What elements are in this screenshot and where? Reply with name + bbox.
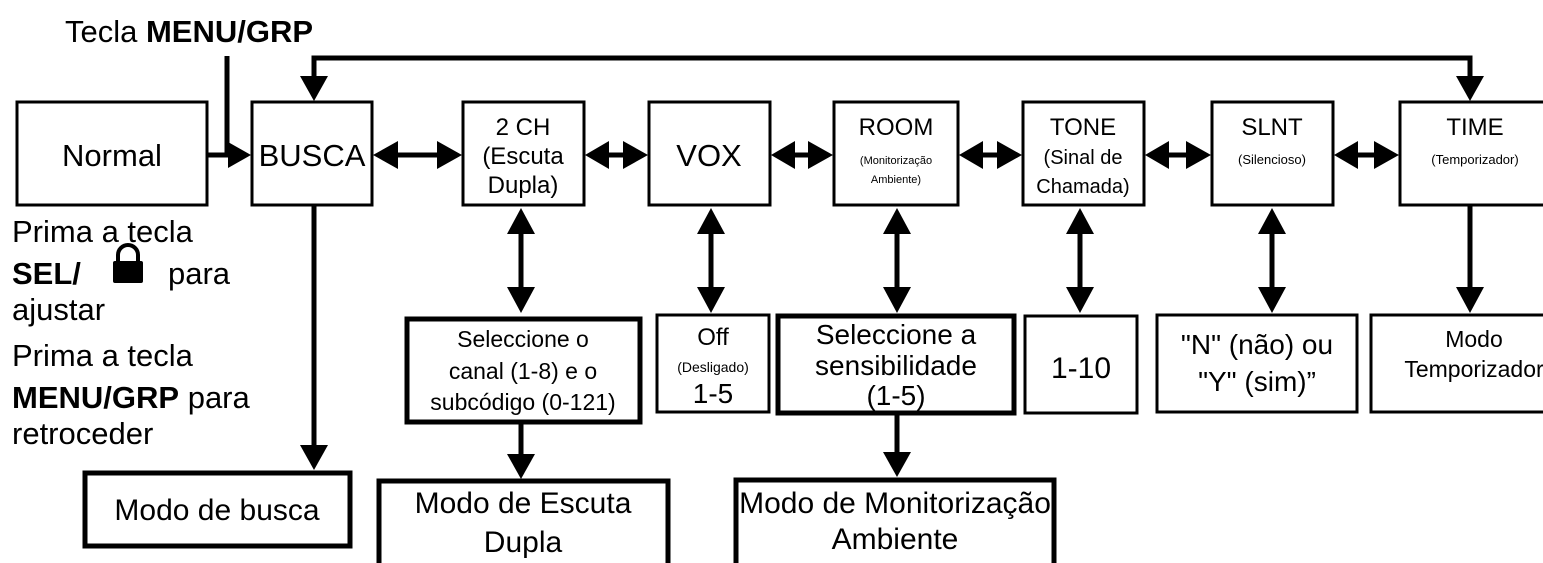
svg-text:Prima a tecla: Prima a tecla [12,338,194,373]
menu-key-label: Tecla MENU/GRP [65,14,313,49]
loop-arrow [300,55,1484,101]
menu-item-time: TIME (Temporizador) [1398,100,1543,207]
svg-text:1-5: 1-5 [693,378,733,409]
menu-item-tone: TONE (Sinal de Chamada) [1021,100,1146,207]
menu-item-2ch: 2 CH (Escuta Dupla) [461,100,586,207]
arrow-time-to-setting [1456,205,1484,313]
svg-text:Temporizador: Temporizador [1404,356,1543,382]
svg-text:Ambiente: Ambiente [832,523,959,556]
menu-item-vox: VOX [647,100,772,207]
mode-box-2ch: Modo de Escuta Dupla [376,478,671,563]
svg-text:Dupla: Dupla [484,526,563,559]
double-arrow-busca-2ch [373,141,462,169]
svg-text:TIME: TIME [1446,114,1503,141]
setting-box-slnt: "N" (não) ou "Y" (sim)” [1155,313,1359,414]
setting-box-room: Seleccione a sensibilidade (1-5) [775,313,1017,416]
svg-text:1-10: 1-10 [1051,352,1111,385]
svg-text:subcódigo (0-121): subcódigo (0-121) [430,389,615,415]
vertical-arrow-room [883,208,911,313]
double-arrow-tone-slnt [1145,141,1211,169]
svg-text:Off: Off [697,324,729,351]
busca-to-mode-arrow [300,205,328,470]
instruction-adjust: Prima a tecla SEL/ para ajustar [12,214,231,327]
setting-box-time: Modo Temporizador [1369,313,1543,414]
svg-text:(Escuta: (Escuta [482,143,564,170]
setting-box-vox: Off (Desligado) 1-5 [655,313,771,414]
double-arrow-slnt-time [1334,141,1399,169]
svg-text:(Desligado): (Desligado) [677,359,749,375]
svg-text:BUSCA: BUSCA [259,138,366,173]
mode-box-busca: Modo de busca [82,470,353,549]
setting-box-tone: 1-10 [1023,314,1139,415]
svg-text:Seleccione o: Seleccione o [457,326,589,352]
arrow-room-to-mode [883,413,911,477]
double-arrow-room-tone [959,141,1022,169]
instruction-back: Prima a tecla MENU/GRP para retroceder [12,338,251,451]
svg-text:SLNT: SLNT [1241,114,1303,141]
svg-text:(Sinal de: (Sinal de [1044,147,1123,169]
vertical-arrow-2ch [507,208,535,313]
double-arrow-vox-room [771,141,833,169]
menu-item-room: ROOM (Monitorização Ambiente) [832,100,960,207]
svg-text:(Monitorização: (Monitorização [860,155,932,167]
svg-text:VOX: VOX [676,138,742,173]
svg-text:"Y" (sim)”: "Y" (sim)” [1198,366,1316,397]
svg-text:Modo de busca: Modo de busca [114,494,319,527]
svg-text:Prima a tecla: Prima a tecla [12,214,194,249]
svg-text:2 CH: 2 CH [496,114,551,141]
svg-text:Chamada): Chamada) [1036,176,1129,198]
svg-text:Dupla): Dupla) [488,172,559,199]
vertical-arrow-slnt [1258,208,1286,313]
setting-box-2ch: Seleccione o canal (1-8) e o subcódigo (… [404,316,643,425]
svg-text:Modo de Monitorização: Modo de Monitorização [739,487,1051,520]
menu-item-busca: BUSCA [250,100,374,207]
svg-text:(1-5): (1-5) [866,380,925,411]
svg-text:ROOM: ROOM [859,114,934,141]
svg-text:para: para [168,256,231,291]
normal-state-box: Normal [15,100,209,207]
svg-text:Seleccione a: Seleccione a [816,319,977,350]
svg-text:Normal: Normal [62,138,162,173]
svg-text:MENU/GRP para: MENU/GRP para [12,380,251,415]
vertical-arrow-tone [1066,208,1094,313]
svg-text:Modo: Modo [1445,326,1503,352]
normal-to-busca-arrow [207,142,251,168]
svg-text:retroceder: retroceder [12,416,153,451]
svg-text:(Temporizador): (Temporizador) [1431,152,1518,167]
double-arrow-2ch-vox [585,141,648,169]
svg-text:SEL/: SEL/ [12,256,81,291]
svg-text:canal (1-8) e o: canal (1-8) e o [449,358,597,384]
menu-item-slnt: SLNT (Silencioso) [1210,100,1335,207]
svg-text:(Silencioso): (Silencioso) [1238,152,1306,167]
svg-text:ajustar: ajustar [12,292,105,327]
svg-text:"N" (não) ou: "N" (não) ou [1181,329,1333,360]
svg-text:sensibilidade: sensibilidade [815,350,977,381]
lock-icon [113,243,143,283]
arrow-2ch-to-mode [507,422,535,479]
svg-text:Modo de Escuta: Modo de Escuta [415,487,632,520]
vertical-arrow-vox [697,208,725,313]
mode-box-room: Modo de Monitorização Ambiente [733,477,1057,563]
svg-text:Ambiente): Ambiente) [871,174,921,186]
svg-text:TONE: TONE [1050,114,1116,141]
